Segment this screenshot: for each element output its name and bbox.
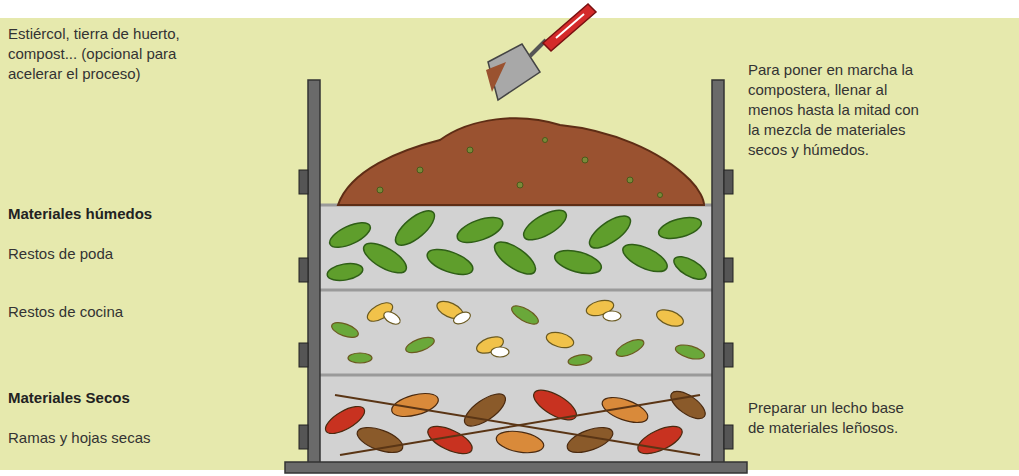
bin-base [285, 462, 747, 473]
bin-clips [299, 170, 733, 449]
instruction-note: Preparar un lecho base de materiales leñ… [748, 398, 913, 438]
group-heading: Materiales Secos [8, 388, 288, 408]
bin-post [308, 80, 320, 464]
kitchen-scraps [330, 298, 706, 367]
layer-note: Estiércol, tierra de huerto, compost... … [8, 24, 188, 84]
bin-interior [320, 205, 712, 462]
soil-mound [338, 118, 704, 205]
bin-post [712, 80, 724, 464]
group-heading: Materiales húmedos [8, 204, 288, 224]
layer-label: Ramas y hojas secas [8, 428, 288, 448]
layer-label: Restos de poda [8, 244, 288, 264]
soil-specks [377, 138, 663, 198]
pruning-leaves [326, 204, 710, 284]
layer-divider [320, 289, 712, 292]
dry-leaves [321, 384, 709, 459]
instruction-note: Para poner en marcha la compostera, llen… [748, 60, 928, 160]
layer-divider [320, 374, 712, 377]
trowel [486, 4, 596, 100]
background-panel [0, 18, 1019, 470]
layer-label: Restos de cocina [8, 302, 288, 322]
